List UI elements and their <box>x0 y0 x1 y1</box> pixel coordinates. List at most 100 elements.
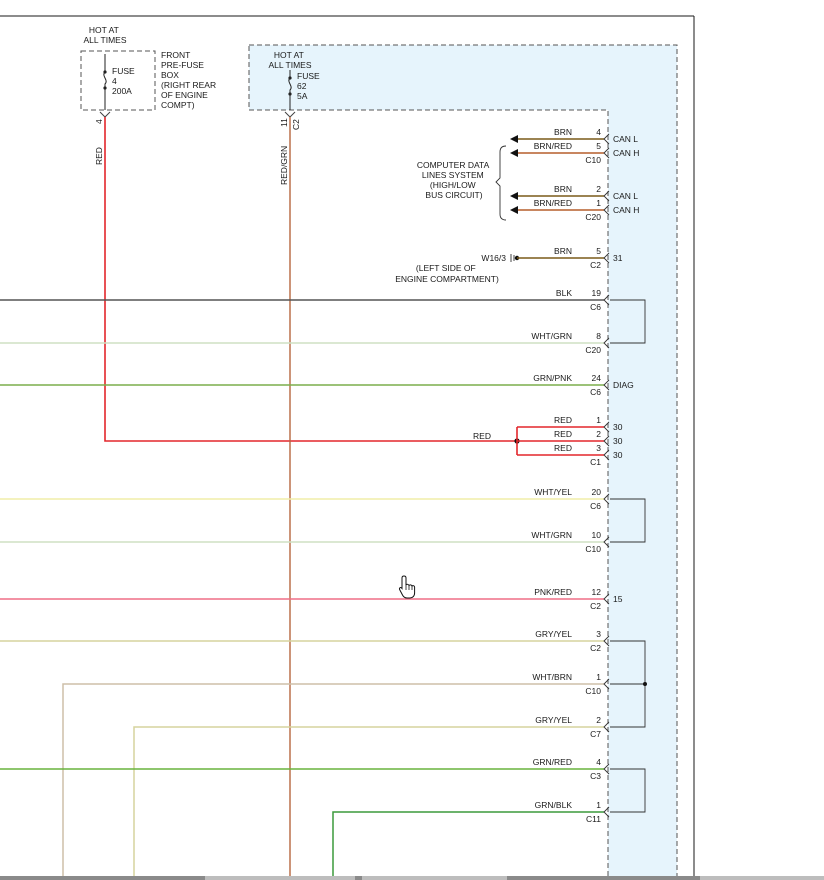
wire-color-label: GRN/PNK <box>533 373 572 383</box>
data-lines-bracket <box>495 145 507 221</box>
connector-chevron-icon <box>603 204 610 216</box>
wire-15 <box>62 683 604 880</box>
wire-color-label: WHT/YEL <box>534 487 572 497</box>
jumper-bracket-c6-c10 <box>610 498 646 543</box>
wire-color-label: WHT/GRN <box>531 331 572 341</box>
pin-number: 4 <box>596 127 601 137</box>
connector-id: C2 <box>590 643 601 653</box>
pre-fuse-box <box>80 50 156 111</box>
pin-number: 5 <box>596 141 601 151</box>
wire-color-label: BRN <box>554 246 572 256</box>
pin-number: 10 <box>592 530 602 540</box>
connector-id: C3 <box>590 771 601 781</box>
connector-id: C20 <box>585 212 601 222</box>
fuse-62-label: FUSE 62 5A <box>297 71 322 101</box>
jumper-splice-dot <box>643 682 647 686</box>
pin-number: 19 <box>592 288 602 298</box>
terminal-function: 30 <box>613 450 623 460</box>
connector-chevron-icon <box>603 133 610 145</box>
pin-number: 20 <box>592 487 602 497</box>
pin-number: 12 <box>592 587 602 597</box>
connector-id: C11 <box>586 814 601 824</box>
connector-chevron-icon <box>603 337 610 349</box>
connector-chevron-icon <box>603 806 610 818</box>
pin-number: 1 <box>596 672 601 682</box>
control-module-box <box>248 44 678 880</box>
wire-16 <box>133 726 604 880</box>
connector-id: C10 <box>585 544 601 554</box>
pin-label-module-fuse: 11 <box>279 118 289 127</box>
pin-number: 4 <box>596 757 601 767</box>
terminal-function: 31 <box>613 253 623 263</box>
wire-color-label: RED <box>554 429 572 439</box>
fuse-4-label: FUSE 4 200A <box>112 66 137 96</box>
pin-number: 2 <box>596 429 601 439</box>
wire-color-label: BRN/RED <box>534 198 572 208</box>
wire-color-label: PNK/RED <box>534 587 572 597</box>
connector-id: C2 <box>590 260 601 270</box>
connector-chevron-icon <box>603 435 610 447</box>
pin-number: 8 <box>596 331 601 341</box>
connector-id: C1 <box>590 457 601 467</box>
wire-18 <box>332 811 604 880</box>
connector-label-module-fuse: C2 <box>291 119 301 130</box>
pin-number: 3 <box>596 629 601 639</box>
connector-chevron-icon <box>603 379 610 391</box>
terminal-function: CAN H <box>613 205 639 215</box>
connector-id: C2 <box>590 601 601 611</box>
wire-color-label: BRN <box>554 184 572 194</box>
terminal-function: 30 <box>613 436 623 446</box>
wire-color-label: BRN/RED <box>534 141 572 151</box>
connector-id: C10 <box>585 155 601 165</box>
signal-arrow-icon <box>510 149 518 157</box>
wire-color-label: BRN <box>554 127 572 137</box>
connector-id: C6 <box>590 302 601 312</box>
pin-number: 1 <box>596 415 601 425</box>
pin-number: 3 <box>596 443 601 453</box>
connector-chevron-icon <box>603 449 610 461</box>
hot-at-all-times-label-2: HOT AT ALL TIMES <box>269 50 312 70</box>
pre-fuse-box-label: FRONT PRE-FUSE BOX (RIGHT REAR OF ENGINE… <box>161 50 218 110</box>
hand-cursor-icon <box>398 575 416 599</box>
connector-chevron-icon <box>603 536 610 548</box>
bottom-bar-segment <box>700 876 824 880</box>
bottom-status-bar <box>0 876 824 880</box>
wire-color-label: WHT/BRN <box>532 672 572 682</box>
connector-chevron-icon <box>603 635 610 647</box>
wire-label-red-vertical: RED <box>94 147 104 165</box>
wire-label-red-grn-vertical: RED/GRN <box>279 146 289 185</box>
terminal-function: CAN L <box>613 134 638 144</box>
fuse-62-symbol <box>288 70 292 110</box>
connector-chevron-icon <box>603 294 610 306</box>
terminal-function: CAN L <box>613 191 638 201</box>
connector-chevron-icon <box>603 493 610 505</box>
wire-color-label: GRN/RED <box>533 757 572 767</box>
terminal-function: 15 <box>613 594 623 604</box>
connector-chevron-icon <box>603 190 610 202</box>
terminal-function: CAN H <box>613 148 639 158</box>
pin-number: 2 <box>596 715 601 725</box>
jumper-bracket-c6-c20 <box>610 299 646 344</box>
connector-chevron-icon <box>603 147 610 159</box>
terminal-function: 30 <box>613 422 623 432</box>
signal-arrow-icon <box>510 192 518 200</box>
connector-chevron-icon <box>603 721 610 733</box>
connector-id: C10 <box>585 686 601 696</box>
bottom-bar-segment <box>362 876 507 880</box>
wire-color-label: WHT/GRN <box>531 530 572 540</box>
wire-color-label: RED <box>554 443 572 453</box>
connector-chevron-icon <box>603 593 610 605</box>
signal-arrow-icon <box>510 135 518 143</box>
wire-color-label: RED <box>554 415 572 425</box>
signal-arrow-icon <box>510 206 518 214</box>
pin-number: 5 <box>596 246 601 256</box>
connector-chevron-icon <box>603 678 610 690</box>
connector-id: C6 <box>590 501 601 511</box>
pin-label-fuse-box: 4 <box>94 119 104 124</box>
hot-at-all-times-label-1: HOT AT ALL TIMES <box>84 25 127 45</box>
ground-location-label: (LEFT SIDE OF ENGINE COMPARTMENT) <box>395 263 499 284</box>
wire-red-feed <box>104 117 517 442</box>
connector-id: C7 <box>590 729 601 739</box>
